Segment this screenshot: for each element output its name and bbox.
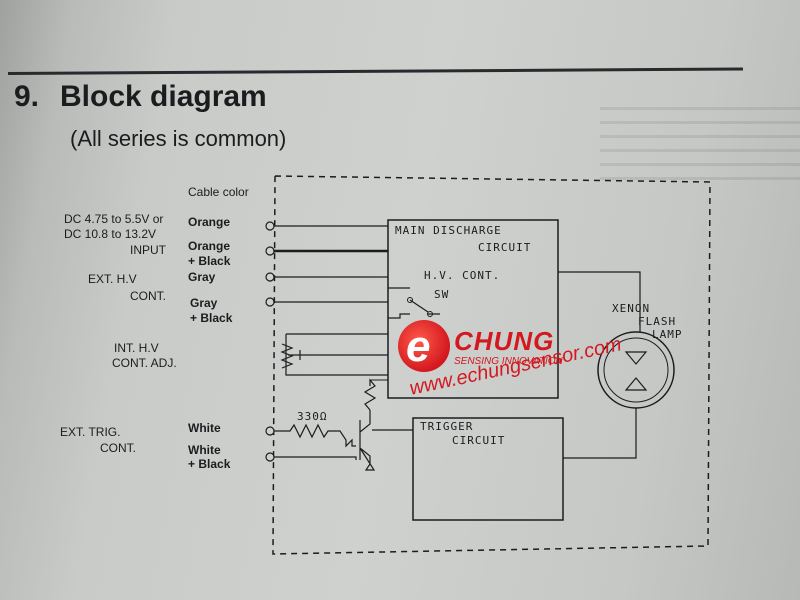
cable-white-black-1: White: [188, 443, 221, 457]
section-subtitle: (All series is common): [70, 126, 287, 151]
cable-color-header: Cable color: [188, 185, 249, 199]
dc-input-line3: INPUT: [130, 243, 166, 257]
wire-white: [274, 423, 356, 448]
cable-orange-black-1: Orange: [188, 239, 231, 253]
cable-gray: Gray: [188, 270, 216, 284]
cable-orange-black-2: + Black: [188, 254, 231, 268]
wire-white-black: [274, 456, 357, 460]
trigger-line1: TRIGGER: [420, 420, 473, 433]
ext-hv-line2: CONT.: [130, 289, 166, 303]
lamp-line1: XENON: [612, 302, 650, 315]
main-discharge-box: [387, 219, 559, 399]
lamp-line2: FLASH: [638, 315, 676, 328]
main-line2: CIRCUIT: [478, 241, 531, 254]
watermark-tagline: SENSING INNOVATION: [454, 356, 563, 367]
watermark-brand: CHUNG: [454, 326, 555, 356]
trigger-circuit-box: [412, 417, 564, 521]
section-number: 9.: [14, 80, 40, 113]
bleed-through-text: [600, 96, 800, 216]
resistor-label: 330Ω: [297, 410, 328, 423]
terminal-group: [265, 221, 275, 462]
int-hv-line1: INT. H.V: [114, 341, 159, 355]
sw-label: SW: [434, 288, 449, 301]
cable-gray-black-1: Gray: [190, 296, 218, 310]
main-line1: MAIN DISCHARGE: [395, 224, 502, 237]
ext-trig-line2: CONT.: [100, 441, 136, 455]
terminal-white: [265, 426, 275, 436]
hv-cont-label: H.V. CONT.: [424, 269, 500, 282]
transistor: [359, 410, 376, 471]
transistor-collector-resistor: [363, 378, 377, 411]
echung-logo-letter: e: [406, 322, 431, 371]
ext-trig-line1: EXT. TRIG.: [60, 425, 121, 439]
cable-white-black-2: + Black: [188, 457, 231, 471]
echung-watermark: e CHUNG SENSING INNOVATION www.echungsen…: [398, 320, 658, 430]
lamp-wire-bottom: [563, 408, 637, 459]
terminal-white-black: [265, 452, 275, 462]
section-title: Block diagram: [60, 80, 267, 113]
hv-switch: [388, 287, 440, 319]
terminal-orange: [265, 221, 275, 231]
echung-logo: e: [398, 320, 450, 372]
lamp-wire-top: [558, 271, 641, 332]
ext-hv-line1: EXT. H.V: [88, 272, 137, 286]
lamp-line3: LAMP: [652, 328, 683, 341]
trigger-line2: CIRCUIT: [452, 434, 505, 447]
potentiometer: [280, 333, 388, 376]
terminal-orange-black: [265, 246, 275, 256]
cable-orange: Orange: [188, 215, 231, 229]
cable-white: White: [188, 421, 221, 435]
dc-input-line1: DC 4.75 to 5.5V or: [64, 212, 164, 226]
int-hv-line2: CONT. ADJ.: [112, 356, 177, 370]
cable-gray-black-2: + Black: [190, 311, 233, 325]
dashed-enclosure: [272, 175, 711, 555]
terminal-gray-black: [265, 297, 275, 307]
terminal-gray: [265, 272, 275, 282]
dc-input-line2: DC 10.8 to 13.2V: [64, 227, 157, 241]
